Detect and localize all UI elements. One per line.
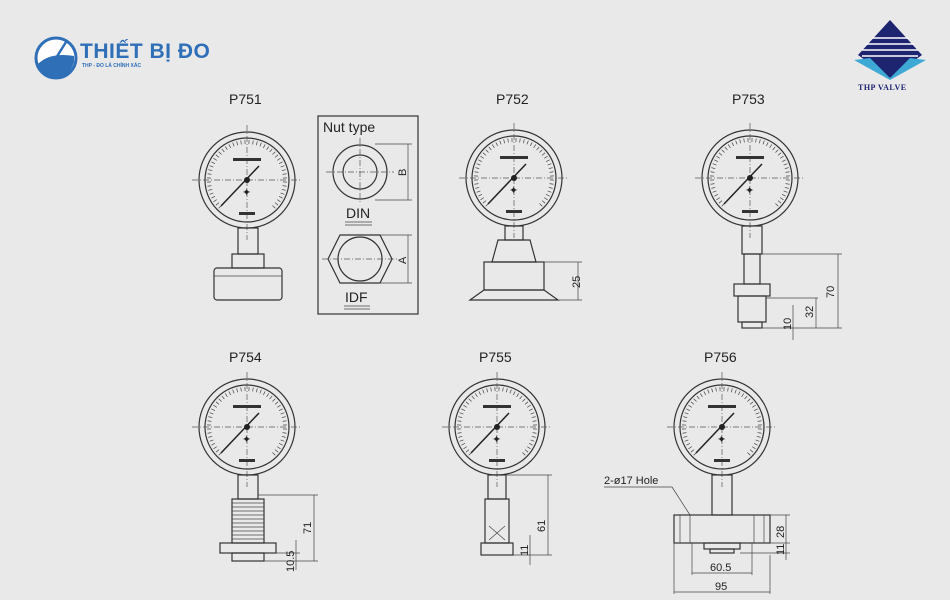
- gauge-face-p755: ✦: [442, 372, 552, 487]
- p754-connection: 71 10.5: [219, 474, 318, 572]
- p753-connection: 70 32 10: [733, 225, 842, 340]
- gauge-face-p751: ✦: [192, 125, 302, 240]
- dim-p754-10-5: 10.5: [285, 551, 297, 572]
- thp-valve-logo: [854, 20, 926, 80]
- dim-p754-71: 71: [302, 522, 314, 534]
- gauge-logo-icon: [34, 36, 78, 80]
- dim-p753-10: 10: [782, 318, 794, 330]
- dim-p755-11: 11: [519, 545, 531, 556]
- din-label: DIN: [346, 205, 370, 221]
- p755-connection: 61 11: [480, 474, 552, 565]
- dim-p756-hole: 2-ø17 Hole: [604, 475, 658, 487]
- gauge-face-p753: ✦: [695, 123, 805, 238]
- model-label-p752: P752: [496, 91, 529, 107]
- idf-label: IDF: [345, 289, 368, 305]
- dim-a-label: A: [397, 256, 409, 264]
- nut-type-panel: Nut type B DIN A IDF: [317, 115, 419, 315]
- dim-p756-95: 95: [715, 581, 727, 593]
- gauge-face-p752: ✦: [459, 123, 569, 238]
- model-label-p756: P756: [704, 349, 737, 365]
- p751-connection: [213, 227, 283, 301]
- gauge-face-p754: ✦: [192, 372, 302, 487]
- dim-p753-32: 32: [804, 306, 816, 318]
- logo-title: THIẾT BỊ ĐO: [80, 40, 211, 63]
- svg-text:✦: ✦: [745, 185, 754, 197]
- dim-p756-28: 28: [775, 526, 787, 538]
- dim-p756-60-5: 60.5: [710, 562, 731, 574]
- p756-connection: 2-ø17 Hole 28 11 60.5 95: [604, 474, 790, 594]
- svg-text:✦: ✦: [242, 434, 251, 446]
- dim-p752-25: 25: [571, 276, 583, 288]
- logo-slogan: THP - ĐO LÀ CHÍNH XÁC: [82, 63, 142, 69]
- dim-p756-11: 11: [775, 544, 787, 555]
- gauge-face-p756: ✦: [667, 372, 777, 487]
- svg-text:✦: ✦: [717, 434, 726, 446]
- svg-text:✦: ✦: [509, 185, 518, 197]
- svg-text:✦: ✦: [242, 187, 251, 199]
- svg-text:✦: ✦: [492, 434, 501, 446]
- dim-p755-61: 61: [536, 520, 548, 532]
- thp-valve-text: THP VALVE: [858, 83, 907, 92]
- dim-p753-70: 70: [825, 286, 837, 298]
- model-label-p753: P753: [732, 91, 765, 107]
- dim-b-label: B: [397, 169, 409, 176]
- model-label-p751: P751: [229, 91, 262, 107]
- nut-type-title: Nut type: [323, 119, 375, 135]
- p752-connection: 25: [468, 225, 583, 301]
- model-label-p755: P755: [479, 349, 512, 365]
- model-label-p754: P754: [229, 349, 262, 365]
